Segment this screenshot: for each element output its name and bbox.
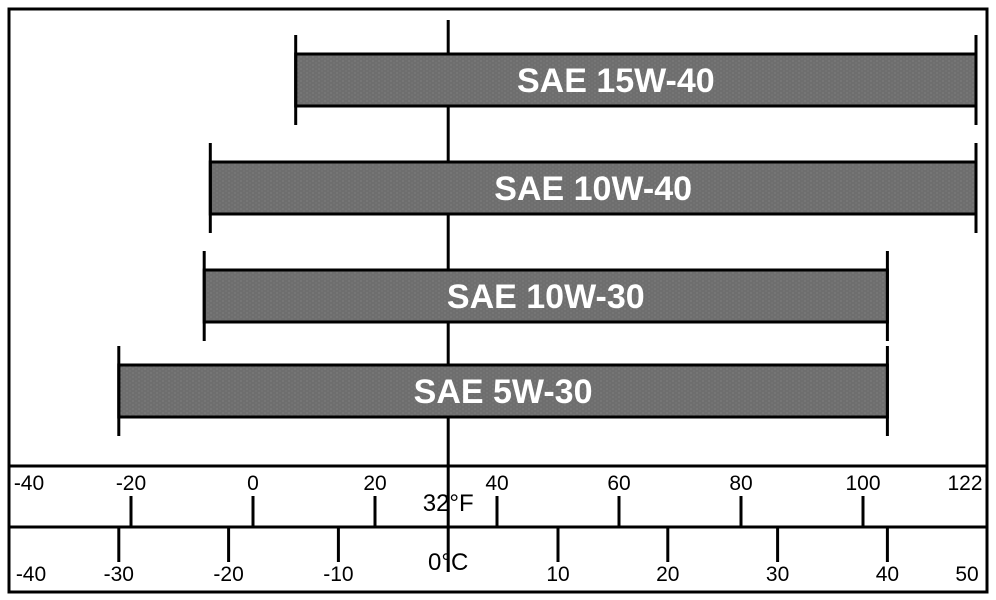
f-tick-label-40: 40 xyxy=(485,472,508,495)
bar-label-sae-10w-30: SAE 10W-30 xyxy=(447,278,645,316)
f-tick-label-100: 100 xyxy=(845,472,880,495)
celsius-reference-label: 0°C xyxy=(428,549,468,576)
f-tick-label-20: -20 xyxy=(116,472,146,495)
fahrenheit-axis: -40 -20 0 20 40 60 80 100 122 32°F xyxy=(14,472,983,527)
f-tick-label-80: 80 xyxy=(729,472,752,495)
c-tick-label-10: -10 xyxy=(323,563,353,586)
f-tick-label-40: -40 xyxy=(14,472,44,495)
f-tick-label-0: 0 xyxy=(247,472,259,495)
f-tick-label-122: 122 xyxy=(947,472,982,495)
c-tick-label-50: 50 xyxy=(955,563,978,586)
c-tick-label-40: -40 xyxy=(16,563,46,586)
fahrenheit-reference-label: 32°F xyxy=(423,490,474,517)
bar-label-sae-5w-30: SAE 5W-30 xyxy=(414,373,593,411)
c-tick-label-30: -30 xyxy=(104,563,134,586)
celsius-axis: -40 -30 -20 -10 10 20 30 40 50 0°C xyxy=(16,527,979,586)
c-tick-label-10: 10 xyxy=(546,563,569,586)
c-tick-label-40: 40 xyxy=(876,563,899,586)
bar-sae-5w-30 xyxy=(117,363,889,419)
c-tick-label-30: 30 xyxy=(766,563,789,586)
bar-sae-15w-40 xyxy=(294,52,978,108)
c-tick-label-20: -20 xyxy=(213,563,243,586)
bar-label-sae-10w-40: SAE 10W-40 xyxy=(494,170,692,208)
chart-frame xyxy=(7,7,989,594)
bar-label-sae-15w-40: SAE 15W-40 xyxy=(517,62,715,100)
f-tick-label-60: 60 xyxy=(607,472,630,495)
c-tick-label-20: 20 xyxy=(656,563,679,586)
f-tick-label-20: 20 xyxy=(363,472,386,495)
